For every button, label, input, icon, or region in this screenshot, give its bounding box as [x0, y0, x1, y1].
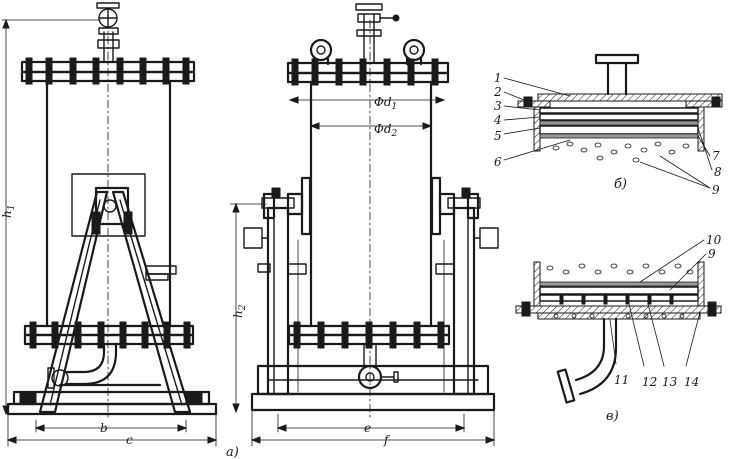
dim-b-label: b [100, 421, 108, 435]
dim-f-label: f [383, 433, 391, 447]
callout-b-7: 7 [712, 149, 720, 163]
top-flange-front [20, 57, 196, 85]
nozzles-c [559, 293, 674, 305]
dim-h1-label: h1 [0, 205, 17, 218]
callout-c-14: 14 [684, 375, 699, 389]
dimension-h2: h2 [229, 202, 267, 414]
side-elevation: Φd1 Φd2 [243, 3, 499, 421]
dim-d1-label: Φd1 [374, 95, 397, 112]
particles-c [546, 263, 694, 275]
detail-b: 1 2 3 4 5 6 7 8 9 б) [493, 53, 723, 197]
dim-e-label: e [364, 421, 371, 435]
front-elevation [6, 2, 218, 421]
top-valve [96, 2, 120, 63]
caption-c: в) [606, 409, 619, 424]
callout-b-9: 9 [712, 183, 720, 197]
dim-c-label: c [126, 433, 133, 447]
callout-c-10: 10 [706, 233, 722, 247]
bottom-flange-front [23, 321, 195, 349]
callout-c-9: 9 [708, 247, 716, 261]
dimension-f: f [250, 409, 496, 447]
dimension-h1: h1 [0, 18, 101, 416]
callout-c-12: 12 [642, 375, 657, 389]
caption-a: а) [226, 445, 239, 459]
dimension-c: c [6, 413, 218, 447]
callout-b-2: 2 [493, 85, 502, 99]
dimension-e: e [276, 413, 466, 435]
callout-b-1: 1 [494, 71, 502, 85]
a-frame-stand [38, 186, 192, 414]
callout-b-3: 3 [494, 99, 502, 113]
support-right [435, 187, 499, 396]
dim-h2-label: h2 [231, 304, 248, 318]
callout-b-8: 8 [714, 165, 722, 179]
callout-c-13: 13 [662, 375, 678, 389]
callout-b-4: 4 [493, 113, 502, 127]
detail-c: 10 9 11 12 13 14 в) [515, 233, 722, 424]
drain-holes-c [553, 313, 685, 319]
caption-b: б) [614, 177, 627, 192]
dimension-b: b [34, 419, 188, 435]
support-left [243, 187, 307, 396]
particles-b [552, 141, 690, 163]
callout-b-6: 6 [494, 155, 502, 169]
dim-d2-label: Φd2 [374, 122, 398, 139]
callout-c-11: 11 [614, 373, 629, 387]
callout-b-5: 5 [494, 129, 502, 143]
